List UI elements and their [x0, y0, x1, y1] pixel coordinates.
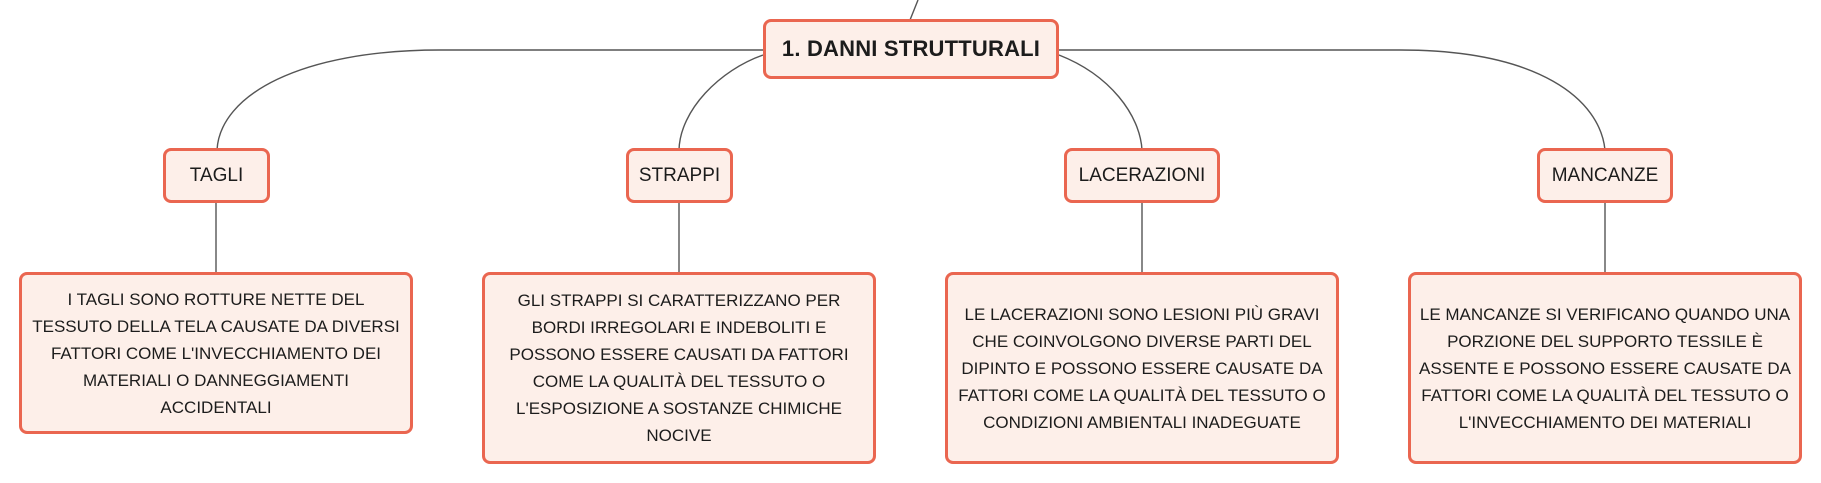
topic-label-strappi: STRAPPI: [638, 164, 721, 186]
root-label: 1. DANNI STRUTTURALI: [781, 36, 1041, 61]
root-node[interactable]: 1. DANNI STRUTTURALI: [763, 19, 1059, 79]
connector-root-tagli: [216, 49, 763, 151]
description-text-lacerazioni: LE LACERAZIONI SONO LESIONI PIÙ GRAVI CH…: [958, 304, 1326, 432]
topic-node-lacerazioni[interactable]: LACERAZIONI: [1064, 148, 1220, 203]
description-node-mancanze[interactable]: LE MANCANZE SI VERIFICANO QUANDO UNA POR…: [1408, 272, 1802, 464]
connector-from-parent: [909, 0, 919, 21]
description-text-tagli: I TAGLI SONO ROTTURE NETTE DEL TESSUTO D…: [32, 289, 400, 417]
connector-root-lacerazioni: [1058, 54, 1143, 151]
topic-label-lacerazioni: LACERAZIONI: [1078, 164, 1206, 186]
description-node-lacerazioni[interactable]: LE LACERAZIONI SONO LESIONI PIÙ GRAVI CH…: [945, 272, 1339, 464]
description-node-strappi[interactable]: GLI STRAPPI SI CARATTERIZZANO PER BORDI …: [482, 272, 876, 464]
description-node-tagli[interactable]: I TAGLI SONO ROTTURE NETTE DEL TESSUTO D…: [19, 272, 413, 434]
connector-root-strappi: [678, 54, 764, 151]
topic-label-mancanze: MANCANZE: [1551, 164, 1659, 186]
topic-node-strappi[interactable]: STRAPPI: [626, 148, 733, 203]
topic-label-tagli: TAGLI: [189, 164, 244, 186]
description-text-strappi: GLI STRAPPI SI CARATTERIZZANO PER BORDI …: [509, 291, 849, 445]
connector-root-mancanze: [1059, 49, 1606, 151]
topic-node-mancanze[interactable]: MANCANZE: [1537, 148, 1673, 203]
description-text-mancanze: LE MANCANZE SI VERIFICANO QUANDO UNA POR…: [1419, 304, 1791, 432]
topic-node-tagli[interactable]: TAGLI: [163, 148, 270, 203]
